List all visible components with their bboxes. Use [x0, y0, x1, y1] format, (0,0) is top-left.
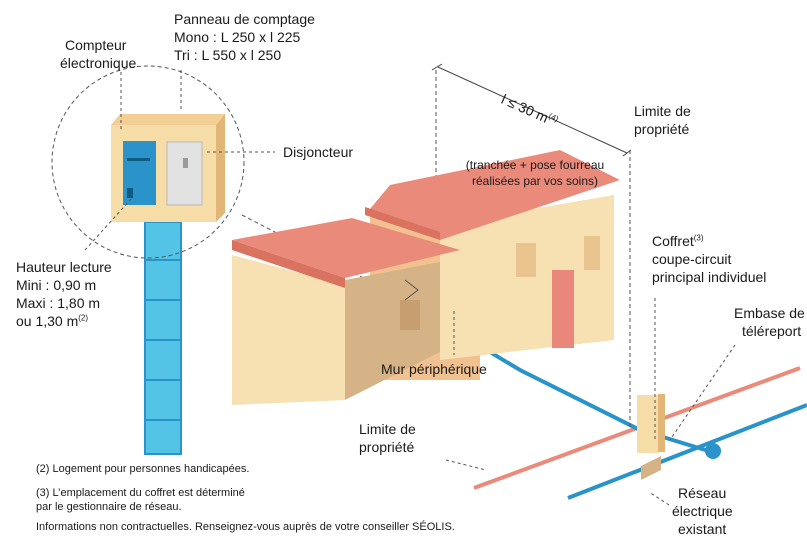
- hauteur-mini: Mini : 0,90 m: [16, 277, 97, 293]
- limite-top-label-1: Limite de: [634, 103, 691, 119]
- garage-wing: [232, 218, 460, 405]
- zoom-circle: [51, 65, 245, 259]
- coffret-label-1: Coffret: [652, 233, 694, 249]
- coffret-box: [637, 394, 665, 480]
- limite-bottom-label-1: Limite de: [359, 421, 416, 437]
- house-window-2: [584, 236, 600, 270]
- coffret-label-3: principal individuel: [652, 269, 767, 285]
- disjoncteur-label: Disjoncteur: [283, 144, 354, 160]
- house-window-1: [516, 243, 536, 277]
- zoom-leader: [241, 214, 413, 304]
- limite-bottom-label-2: propriété: [359, 439, 415, 455]
- leader-lines: [84, 70, 736, 506]
- reseau-label-1: Réseau: [678, 485, 727, 501]
- info-note: Informations non contractuelles. Renseig…: [36, 521, 455, 533]
- compteur-label-2: électronique: [60, 55, 137, 71]
- limite-top-label-2: propriété: [634, 121, 690, 137]
- meter-pole: [144, 221, 182, 455]
- note-2: (2) Logement pour personnes handicapées.: [36, 463, 250, 475]
- mur-label: Mur périphérique: [381, 361, 487, 377]
- arrow-head: [404, 279, 419, 301]
- meter-panel: [111, 114, 225, 222]
- distance-dimension-line: [437, 66, 628, 154]
- hauteur-ou: ou 1,30 m: [16, 313, 79, 329]
- trench-label-2: réalisées par vos soins): [471, 174, 599, 188]
- network-junction-dot: [705, 443, 721, 459]
- hauteur-ou-row: ou 1,30 m(2): [16, 312, 88, 330]
- embase-label-1: Embase de: [734, 305, 805, 321]
- panel-tri: Tri : L 550 x l 250: [174, 47, 282, 63]
- coffret-label-row: Coffret(3): [652, 232, 704, 250]
- hauteur-note: (2): [78, 313, 89, 323]
- coffret-label-2: coupe-circuit: [652, 251, 732, 267]
- panel-title: Panneau de comptage: [174, 11, 315, 27]
- house-door: [552, 270, 574, 348]
- note-3-line2: par le gestionnaire de réseau.: [36, 501, 182, 513]
- network-cable-line: [567, 403, 807, 500]
- compteur-label-1: Compteur: [65, 37, 127, 53]
- reseau-label-2: électrique: [672, 503, 733, 519]
- circuit-breaker: [166, 141, 203, 206]
- embase-label-2: téléreport: [742, 323, 802, 339]
- note-3-line1: (3) L’emplacement du coffret est détermi…: [36, 487, 245, 499]
- reseau-label-3: existant: [678, 521, 727, 537]
- hauteur-title: Hauteur lecture: [16, 259, 112, 275]
- panel-mono: Mono : L 250 x l 225: [174, 29, 301, 45]
- trench-label-1: (tranchée + pose fourreau: [465, 158, 605, 172]
- coffret-note: (3): [693, 233, 704, 243]
- hauteur-maxi: Maxi : 1,80 m: [16, 295, 101, 311]
